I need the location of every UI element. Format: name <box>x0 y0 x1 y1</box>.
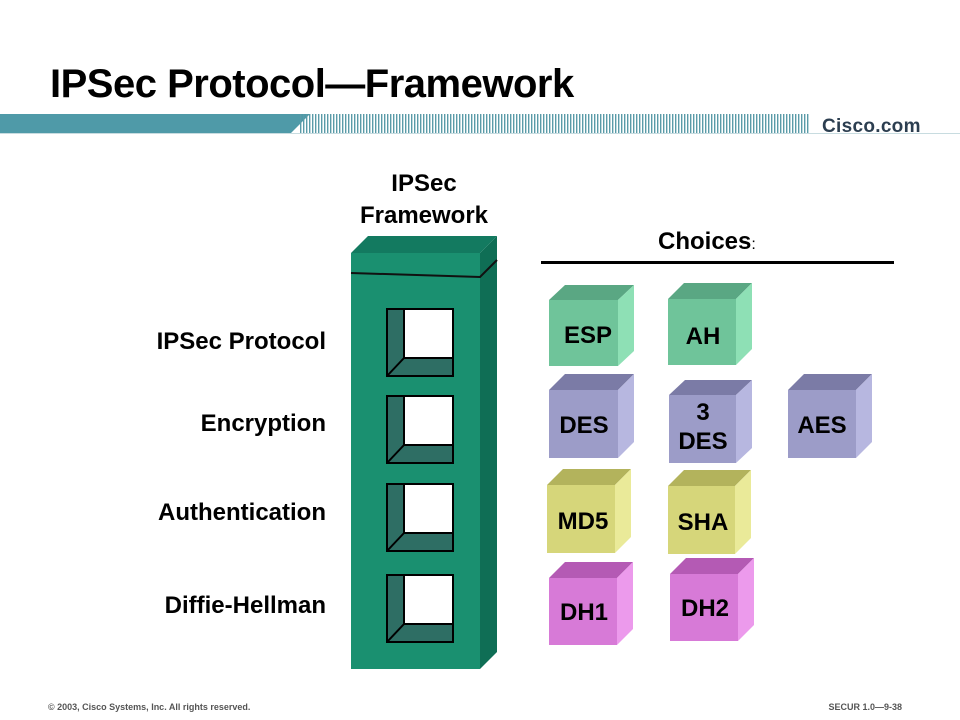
choice-aes-cube <box>788 374 872 458</box>
choice-dh2-label: DH2 <box>680 595 729 622</box>
choices-underline <box>541 261 894 264</box>
row-label-ipsec-protocol: IPSec Protocol <box>156 328 326 355</box>
choice-3des-cube <box>669 380 752 463</box>
choice-des-label: DES <box>559 412 609 439</box>
header-banner <box>0 114 960 134</box>
choice-esp-cube <box>549 285 634 366</box>
choice-ah-cube <box>668 283 752 365</box>
choice-3des-label: 3 DES <box>678 399 728 455</box>
choice-esp-label: ESP <box>563 322 613 349</box>
slot-diffie-hellman <box>386 574 454 643</box>
choice-sha-label: SHA <box>677 509 729 536</box>
framework-label: IPSec Framework <box>359 170 489 229</box>
choice-dh1-label: DH1 <box>559 599 608 626</box>
choice-des-cube <box>549 374 634 458</box>
footer-copyright: © 2003, Cisco Systems, Inc. All rights r… <box>48 702 251 712</box>
choices-label: Choices: <box>658 228 756 255</box>
row-label-encryption: Encryption <box>200 410 326 437</box>
slot-encryption <box>386 395 454 464</box>
choice-md5-cube <box>547 469 631 553</box>
choice-md5-label: MD5 <box>557 508 609 535</box>
footer-slide-number: SECUR 1.0—9-38 <box>828 702 902 712</box>
cisco-logo: Cisco.com <box>822 116 921 137</box>
choice-dh1-cube <box>549 562 633 645</box>
row-label-authentication: Authentication <box>158 499 326 526</box>
slot-ipsec-protocol <box>386 308 454 377</box>
choice-ah-label: AH <box>685 323 721 350</box>
choice-dh2-cube <box>670 558 754 641</box>
choice-aes-label: AES <box>797 412 847 439</box>
slide-title: IPSec Protocol—Framework <box>50 62 574 106</box>
choice-sha-cube <box>668 470 751 554</box>
slot-authentication <box>386 483 454 552</box>
row-label-diffie-hellman: Diffie-Hellman <box>164 592 326 619</box>
